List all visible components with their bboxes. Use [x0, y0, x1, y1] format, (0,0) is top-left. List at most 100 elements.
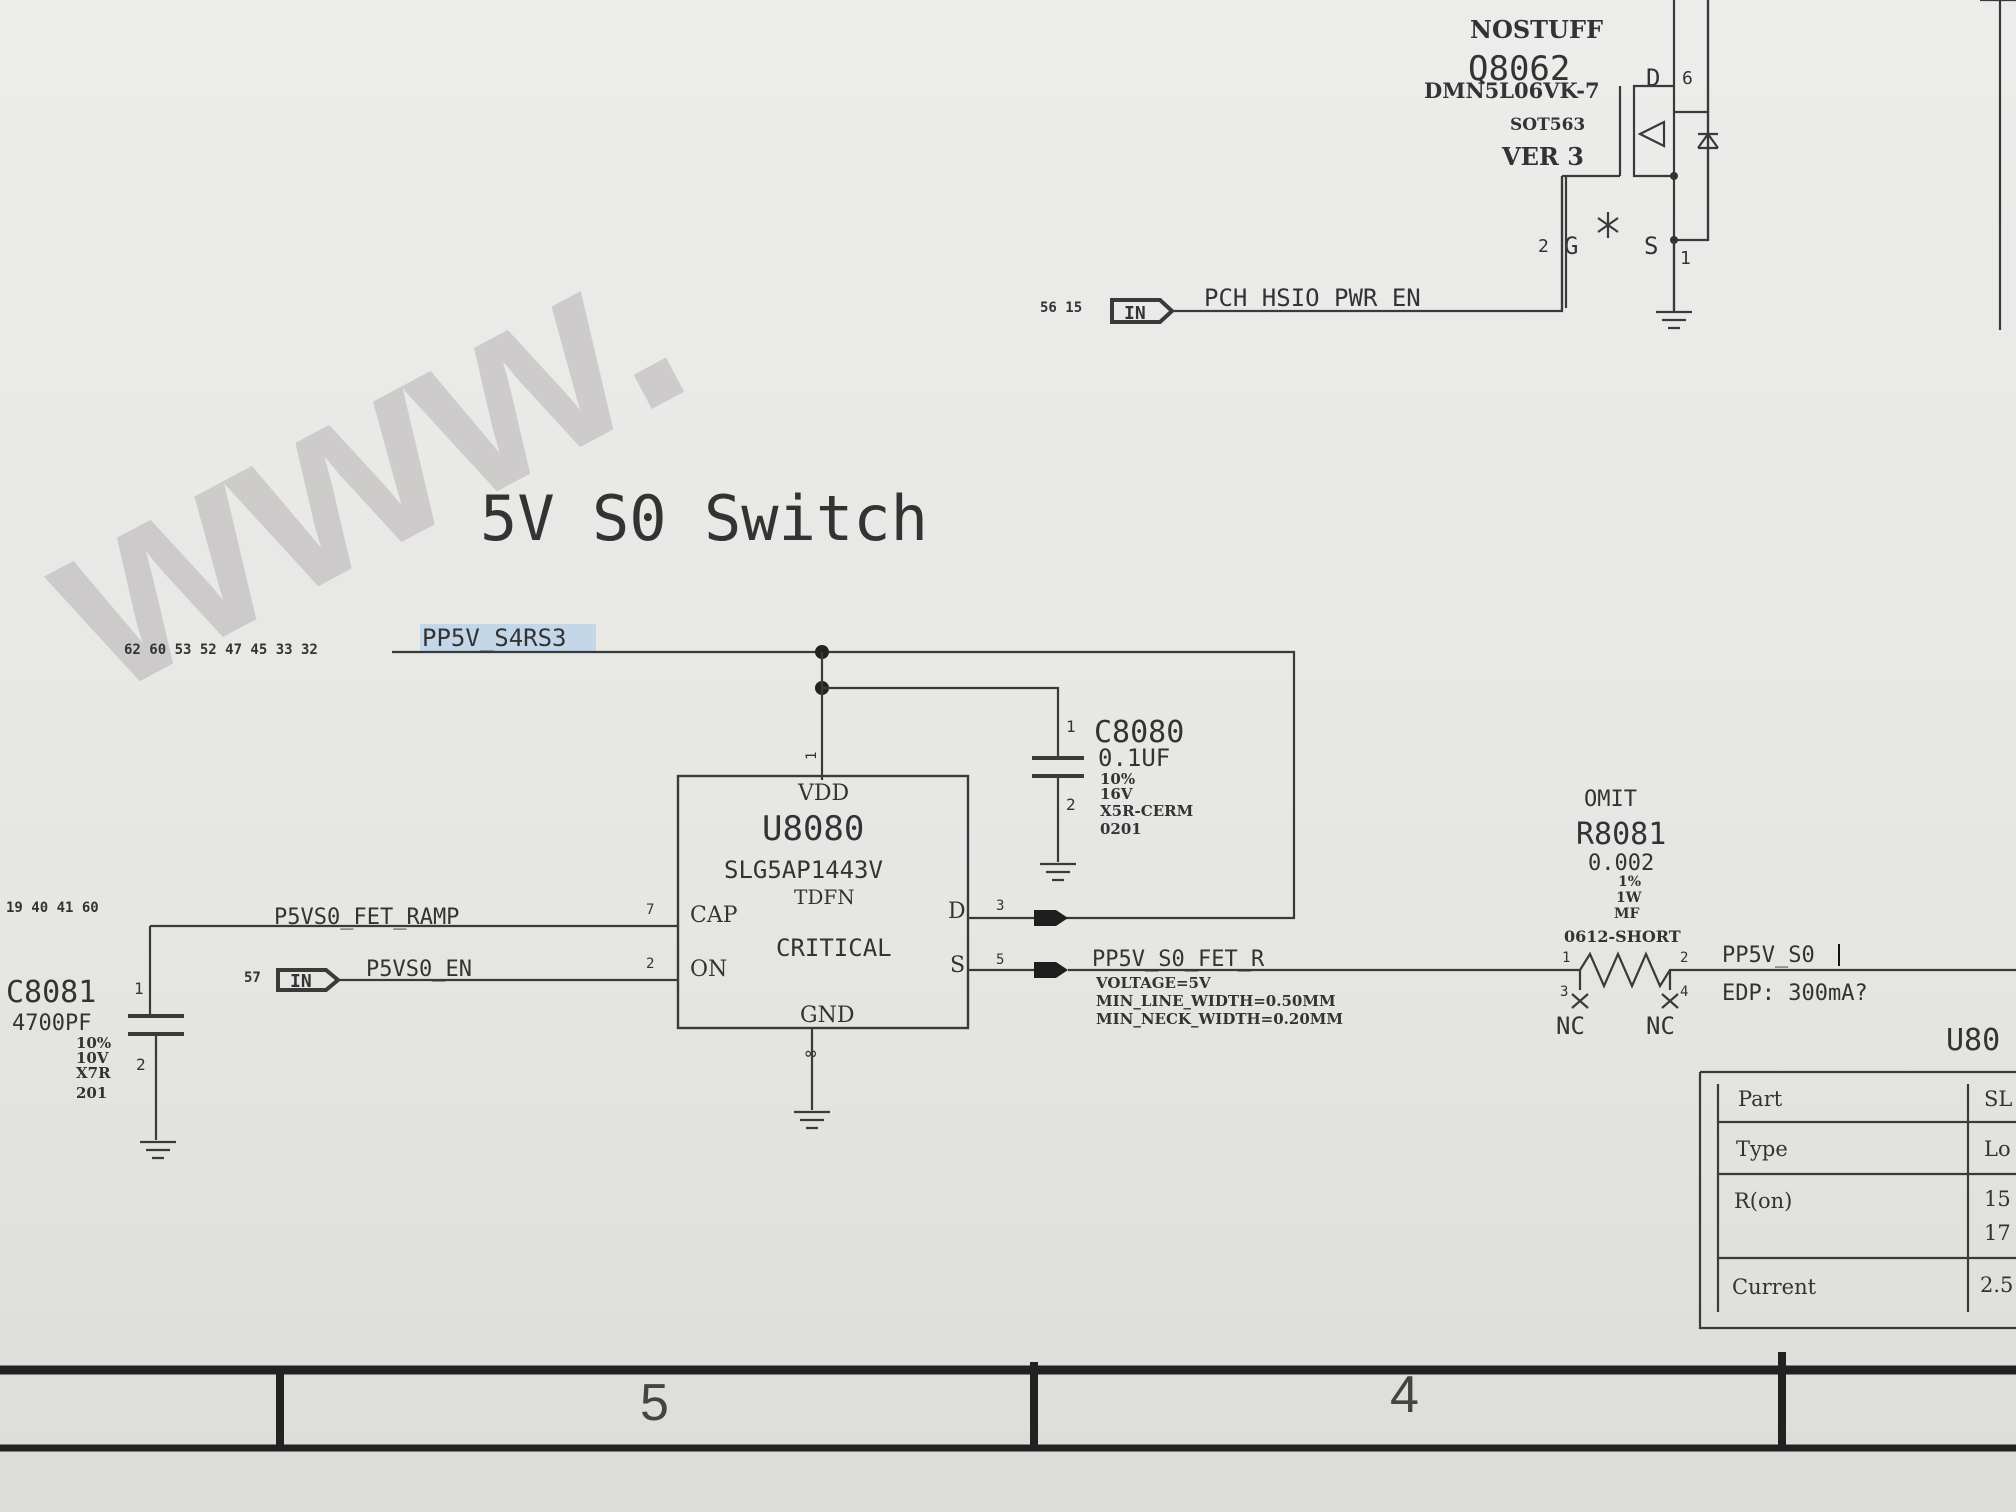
- spec-row-value: SL: [1984, 1087, 2012, 1111]
- r8081-nc-mark-3: [1571, 993, 1589, 1009]
- text-cursor: [1838, 944, 1840, 966]
- q8062-pin-s: S: [1644, 232, 1658, 260]
- pch-port-label: IN: [1124, 303, 1146, 324]
- fet-r-name: PP5V_S0_FET_R: [1092, 947, 1265, 972]
- q8062-ver: VER 3: [1501, 142, 1584, 171]
- c8080-volt: 16V: [1100, 785, 1133, 803]
- c8080-value: 0.1UF: [1098, 744, 1170, 772]
- r8081-resistor: OMIT R8081 0.002 1% 1W MF 0612-SHORT 1 2…: [1556, 787, 2016, 1040]
- r8081-type: MF: [1614, 906, 1639, 922]
- c8080-ref: C8080: [1094, 715, 1184, 750]
- fet-r-min-neck: MIN_NECK_WIDTH=0.20MM: [1096, 1010, 1343, 1028]
- c8081-volt: 10V: [76, 1049, 109, 1067]
- spec-table-title: U80: [1946, 1023, 2000, 1058]
- c8081-size: 201: [76, 1084, 107, 1102]
- u8080-pin-s: S: [950, 953, 965, 978]
- u8080-pin-s-num: 5: [996, 952, 1004, 968]
- pch-net-pages: 56 15: [1040, 300, 1082, 316]
- c8081-tol: 10%: [76, 1034, 111, 1052]
- u8080-pin-d: D: [948, 899, 966, 924]
- q8062-mosfet: NOSTUFF Q8062 DMN5L06VK-7 SOT563 VER 3 D…: [1424, 0, 1719, 330]
- u8080-pin-cap: CAP: [690, 903, 738, 928]
- s-net-tie: [1034, 962, 1068, 978]
- r8081-tol: 1%: [1618, 874, 1641, 890]
- pp5v-s0-edp: EDP: 300mA?: [1722, 981, 1868, 1006]
- q8062-ref: Q8062: [1468, 49, 1570, 89]
- u8080-pin-on: ON: [690, 957, 727, 982]
- r8081-pin2: 2: [1680, 950, 1688, 966]
- ramp-net-pages: 19 40 41 60: [6, 900, 99, 916]
- pp5v-s4rs3-name: PP5V_S4RS3: [422, 624, 567, 652]
- c8081-capacitor: 1 2 C8081 4700PF 10% 10V X7R 201: [6, 975, 184, 1160]
- en-port-arrow: [276, 968, 342, 992]
- pp5v-s0-name: PP5V_S0: [1722, 943, 1815, 968]
- page-title: 5V S0 Switch: [480, 482, 928, 555]
- spec-row-label: R(on): [1734, 1189, 1792, 1213]
- q8062-pin-d: D: [1646, 64, 1660, 92]
- u8080-tag: CRITICAL: [776, 934, 892, 962]
- spec-row-value-2: 17: [1984, 1221, 2011, 1245]
- c8080-size: 0201: [1100, 820, 1142, 838]
- q8062-part: DMN5L06VK-7: [1424, 78, 1600, 103]
- q8062-ground: [1656, 310, 1692, 330]
- q8062-arrow: [1637, 120, 1666, 148]
- spec-row-label: Part: [1738, 1087, 1783, 1111]
- pch-net-name: PCH_HSIO_PWR_EN: [1204, 284, 1421, 312]
- pp5v-s4rs3-net: 62 60 53 52 47 45 33 32 PP5V_S4RS3: [124, 624, 1296, 920]
- c8080-pin2: 2: [1066, 795, 1076, 814]
- r8081-pin1: 1: [1562, 950, 1570, 966]
- pp5v-s4rs3-highlight: [420, 624, 596, 652]
- r8081-nc-mark-4: [1661, 993, 1679, 1009]
- en-net-pages: 57: [244, 970, 261, 986]
- u8080-package: TDFN: [794, 885, 855, 909]
- u8080-ground: [794, 1110, 830, 1130]
- pch-port-arrow: [1110, 298, 1175, 324]
- en-net-name: P5VS0_EN: [366, 957, 472, 982]
- c8081-pin2: 2: [136, 1055, 146, 1074]
- r8081-package: 0612-SHORT: [1564, 927, 1681, 946]
- en-net: 57 IN P5VS0_EN: [244, 957, 678, 992]
- r8081-power: 1W: [1616, 890, 1642, 906]
- spec-row-value: 2.5: [1980, 1273, 2013, 1297]
- u8080-pin-d-num: 3: [996, 898, 1004, 914]
- fet-r-net: PP5V_S0_FET_R VOLTAGE=5V MIN_LINE_WIDTH=…: [1092, 947, 1343, 1028]
- u8080-part: SLG5AP1443V: [724, 856, 883, 884]
- q8062-pin-g-num: 2: [1538, 236, 1549, 257]
- q8062-pin-s-num: 1: [1680, 248, 1691, 269]
- d-net-tie: [1034, 910, 1068, 926]
- c8081-value: 4700PF: [12, 1011, 91, 1036]
- c8080-capacitor: 1 2 C8080 0.1UF 10% 16V X5R-CERM 0201: [1032, 715, 1193, 882]
- r8081-ref: R8081: [1576, 817, 1666, 852]
- c8080-tol: 10%: [1100, 770, 1135, 788]
- u8080-pin-vdd: VDD: [797, 781, 849, 806]
- zone-number: 5: [640, 1374, 669, 1432]
- r8081-pin3: 3: [1560, 984, 1568, 1000]
- c8081-pin1: 1: [134, 979, 144, 998]
- en-port-label: IN: [290, 971, 312, 992]
- spec-row-label: Type: [1736, 1137, 1788, 1161]
- u8080-pin-cap-num: 7: [646, 902, 654, 918]
- zone-border: 5 4: [0, 1352, 2016, 1452]
- u8080-pin-gnd: GND: [800, 1003, 854, 1028]
- ramp-net: 19 40 41 60 P5VS0_FET_RAMP: [6, 900, 678, 1014]
- zone-number: 4: [1390, 1366, 1419, 1424]
- r8081-value: 0.002: [1588, 851, 1654, 876]
- q8062-esd-diode: [1597, 212, 1619, 238]
- pp5v-s4rs3-pages: 62 60 53 52 47 45 33 32: [124, 642, 318, 658]
- u8080-pin-vdd-num: 1: [804, 752, 820, 760]
- u8080-ref: U8080: [762, 809, 864, 849]
- c8081-ref: C8081: [6, 975, 96, 1010]
- spec-row-label: Current: [1732, 1275, 1817, 1299]
- q8062-pin-g: G: [1564, 232, 1578, 260]
- c8080-ground: [1040, 862, 1076, 882]
- u8080-load-switch: 1 VDD U8080 SLG5AP1443V TDFN CRITICAL CA…: [646, 752, 1004, 1130]
- fet-r-voltage: VOLTAGE=5V: [1095, 974, 1211, 992]
- q8062-package: SOT563: [1510, 115, 1585, 135]
- r8081-pin4: 4: [1680, 984, 1688, 1000]
- spec-row-value: Lo: [1984, 1137, 2011, 1161]
- right-edge-bus: [1706, 0, 2016, 330]
- spec-table: U80 Part SL Type Lo R(on) 15 17 Current …: [1698, 1023, 2016, 1330]
- c8080-dielectric: X5R-CERM: [1100, 802, 1193, 820]
- q8062-stuff-label: NOSTUFF: [1470, 15, 1603, 44]
